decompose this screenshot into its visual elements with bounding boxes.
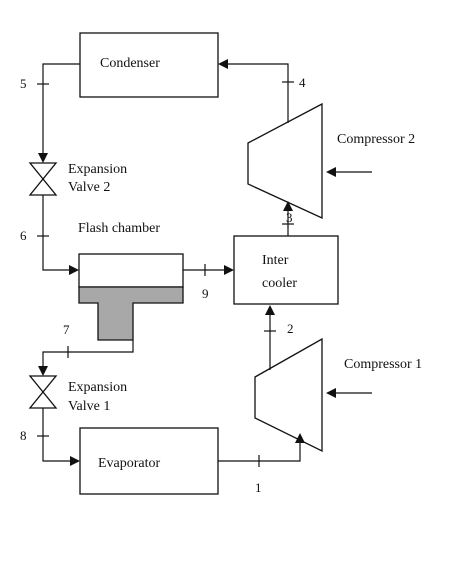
state-label-1: 1 [255, 480, 262, 495]
flow-line-4 [226, 63, 289, 123]
intercooler-label-line2: cooler [262, 276, 297, 291]
flow-arrow-1 [295, 433, 305, 443]
expansion-valve-1-label-line1: Expansion [68, 380, 127, 395]
expansion-valve-1 [28, 375, 58, 409]
flow-line-5 [42, 63, 80, 155]
flow-arrow-5 [38, 153, 48, 163]
intercooler-label-line1: Inter [262, 253, 289, 268]
condenser-label: Condenser [100, 56, 160, 71]
expansion-valve-2-label-line2: Valve 2 [68, 180, 110, 195]
flash-chamber-liquid [78, 286, 184, 341]
state-label-8: 8 [20, 428, 27, 443]
evaporator-box [79, 427, 219, 495]
flow-line-8 [42, 408, 72, 462]
intercooler-box [233, 235, 339, 305]
flow-line-6 [42, 195, 71, 271]
flow-arrow-4 [218, 59, 228, 69]
flow-line-1 [218, 441, 301, 462]
evaporator-label: Evaporator [98, 456, 161, 471]
state-label-7: 7 [63, 322, 70, 337]
flow-arrow-6 [69, 265, 79, 275]
flash-chamber-vapor-space [78, 253, 184, 288]
compressor-1-label: Compressor 1 [344, 357, 422, 372]
condenser-box [79, 32, 219, 98]
flow-arrow-3 [283, 201, 293, 211]
state-label-4: 4 [299, 75, 306, 90]
flow-arrow-9 [224, 265, 234, 275]
compressor-2-label: Compressor 2 [337, 132, 415, 147]
flow-line-7 [42, 340, 134, 368]
compressor-2-work-arrowhead [326, 167, 336, 177]
state-label-3: 3 [286, 210, 293, 225]
compressor-2 [247, 102, 323, 220]
expansion-valve-2 [28, 162, 58, 196]
flow-arrow-8 [70, 456, 80, 466]
flash-chamber-label: Flash chamber [78, 221, 160, 236]
state-label-2: 2 [287, 321, 294, 336]
state-label-9: 9 [202, 286, 209, 301]
state-label-5: 5 [20, 76, 27, 91]
expansion-valve-1-label-line2: Valve 1 [68, 399, 110, 414]
compressor-1-work-arrowhead [326, 388, 336, 398]
flow-arrow-2 [265, 305, 275, 315]
flow-arrow-7 [38, 366, 48, 376]
expansion-valve-2-label-line1: Expansion [68, 162, 127, 177]
state-label-6: 6 [20, 228, 27, 243]
compressor-1 [254, 337, 323, 453]
